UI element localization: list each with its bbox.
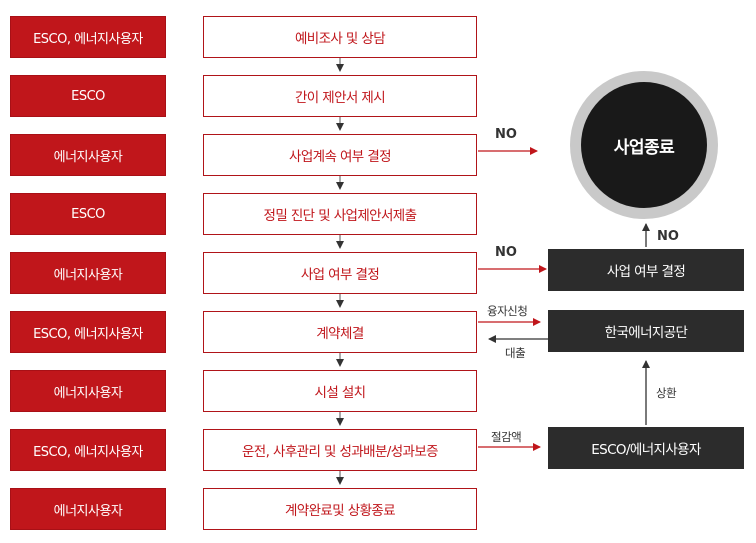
no-label-1: NO (495, 127, 517, 142)
actor-5: 에너지사용자 (10, 252, 166, 294)
decision-box: 사업 여부 결정 (548, 249, 744, 291)
step-2: 간이 제안서 제시 (203, 75, 477, 117)
end-circle-label: 사업종료 (613, 137, 675, 158)
actor-8: ESCO, 에너지사용자 (10, 429, 166, 471)
user-box: ESCO/에너지사용자 (548, 427, 744, 469)
actor-6: ESCO, 에너지사용자 (10, 311, 166, 353)
step-7: 시설 설치 (203, 370, 477, 412)
repay-label: 상환 (656, 386, 677, 400)
no-label-2: NO (495, 245, 517, 260)
actor-4: ESCO (10, 193, 166, 235)
actor-9: 에너지사용자 (10, 488, 166, 530)
step-3: 사업계속 여부 결정 (203, 134, 477, 176)
actor-1: ESCO, 에너지사용자 (10, 16, 166, 58)
step-6: 계약체결 (203, 311, 477, 353)
step-8: 운전, 사후관리 및 성과배분/성과보증 (203, 429, 477, 471)
no-label-3: NO (657, 229, 679, 244)
actor-3: 에너지사용자 (10, 134, 166, 176)
step-4: 정밀 진단 및 사업제안서제출 (203, 193, 477, 235)
actor-7: 에너지사용자 (10, 370, 166, 412)
step-9: 계약완료및 상황종료 (203, 488, 477, 530)
loan-label: 대출 (505, 346, 526, 360)
savings-label: 절감액 (491, 430, 522, 444)
step-5: 사업 여부 결정 (203, 252, 477, 294)
step-1: 예비조사 및 상담 (203, 16, 477, 58)
agency-box: 한국에너지공단 (548, 310, 744, 352)
apply-label: 융자신청 (487, 304, 528, 318)
end-circle: 사업종료 (581, 82, 707, 208)
actor-2: ESCO (10, 75, 166, 117)
